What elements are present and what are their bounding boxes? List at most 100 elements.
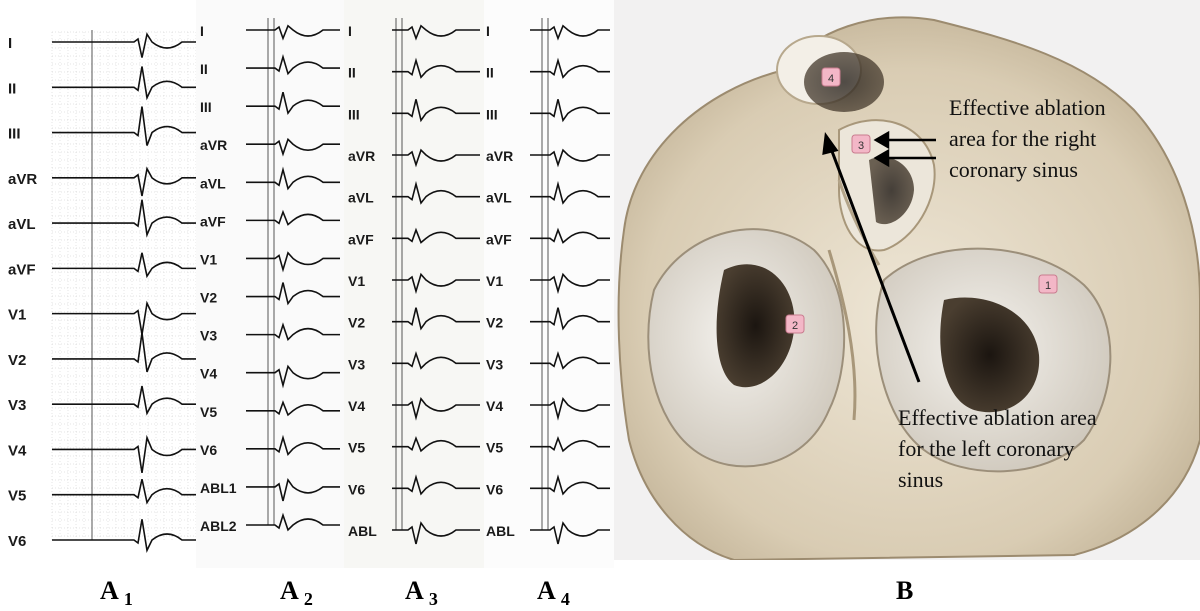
lead-label-v6: V6 — [8, 533, 26, 550]
right-annotation-line-2: area for the right — [949, 126, 1097, 151]
label-a2: A 2 — [280, 576, 313, 610]
tag-1 — [1038, 274, 1058, 294]
lead-label-v5: V5 — [200, 404, 217, 420]
label-a4-main: A — [537, 576, 555, 605]
lead-label-v5: V5 — [348, 440, 365, 456]
label-a2-sub: 2 — [303, 589, 313, 610]
ecg-trace-v1 — [52, 300, 211, 335]
lead-label-avl: aVL — [200, 175, 226, 191]
ecg-trace-ii — [392, 57, 480, 79]
lead-label-avl: aVL — [8, 216, 36, 233]
lead-label-avf: aVF — [486, 231, 512, 247]
ecg-trace-v1 — [246, 251, 340, 273]
ecg-trace-v3 — [246, 322, 340, 341]
right-sinus-arrows — [873, 130, 936, 168]
lead-label-v2: V2 — [486, 315, 503, 331]
lead-label-v1: V1 — [8, 307, 26, 324]
lead-label-v1: V1 — [348, 273, 365, 289]
label-a1: A 1 — [100, 576, 133, 610]
ecg-trace-v1 — [392, 272, 480, 295]
lead-label-v1: V1 — [486, 273, 503, 289]
lead-label-v6: V6 — [200, 442, 217, 458]
ecg-trace-v5 — [530, 435, 610, 453]
ecg-trace-avr — [52, 166, 211, 197]
ecg-trace-i — [246, 24, 340, 41]
lead-label-ii: II — [348, 65, 356, 81]
ecg-trace-v3 — [530, 350, 610, 370]
lead-label-i: I — [348, 23, 352, 39]
lead-label-avr: aVR — [200, 137, 227, 153]
lead-label-v4: V4 — [8, 442, 27, 459]
ecg-trace-v1 — [530, 272, 610, 295]
lead-label-iii: III — [348, 106, 360, 122]
tag-3-label: 3 — [858, 140, 864, 152]
ecg-trace-iii — [392, 99, 480, 123]
tag-2-label: 2 — [792, 320, 798, 332]
ecg-trace-avl — [246, 166, 340, 191]
lead-label-avf: aVF — [348, 231, 374, 247]
ecg-trace-avr — [246, 137, 340, 157]
lead-label-v3: V3 — [486, 356, 503, 372]
ecg-trace-i — [392, 24, 480, 41]
ecg-trace-iii — [530, 99, 610, 123]
heart-specimen-photo: 4 3 1 2 Effective ablation area for the … — [614, 0, 1200, 560]
lead-label-v2: V2 — [8, 352, 26, 369]
ecg-trace-iii — [52, 106, 211, 146]
lead-label-v1: V1 — [200, 251, 217, 267]
lead-label-avr: aVR — [486, 148, 513, 164]
aortic-root-specimen: 4 3 1 2 — [614, 0, 1200, 560]
ecg-trace-ii — [246, 54, 340, 76]
lead-label-abl: ABL — [348, 523, 377, 539]
ecg-trace-v4 — [530, 396, 610, 421]
ecg-trace-avf — [52, 252, 211, 279]
left-annotation-line-2: for the left coronary — [898, 436, 1075, 461]
right-sinus-annotation: Effective ablation area for the right co… — [949, 92, 1197, 185]
lead-label-avf: aVF — [8, 261, 36, 278]
label-a3-sub: 3 — [428, 589, 438, 610]
lead-label-ii: II — [486, 65, 494, 81]
ecg-trace-avr — [530, 148, 610, 168]
label-a3-main: A — [405, 576, 423, 605]
label-a4-sub: 4 — [560, 589, 570, 610]
lead-label-ii: II — [8, 80, 16, 97]
lead-label-iii: III — [8, 126, 21, 143]
ecg-trace-v2 — [392, 307, 480, 331]
ecg-trace-v6 — [392, 474, 480, 496]
ecg-trace-ii — [52, 66, 211, 101]
tag-2 — [785, 314, 805, 334]
left-annotation-line-3: sinus — [898, 467, 944, 492]
lead-label-v3: V3 — [8, 397, 26, 414]
ecg-trace-v5 — [246, 400, 340, 417]
label-a1-main: A — [100, 576, 118, 605]
ecg-trace-abl1 — [246, 478, 340, 502]
label-a4: A 4 — [537, 576, 570, 610]
tag-4 — [821, 67, 841, 87]
ecg-trace-v5 — [52, 478, 211, 505]
ecg-trace-avl — [392, 180, 480, 205]
ecg-trace-abl — [530, 521, 610, 545]
ecg-trace-avf — [246, 209, 340, 226]
ecg-trace-abl — [392, 521, 480, 545]
tag-3 — [851, 134, 871, 154]
lead-label-iii: III — [486, 106, 498, 122]
ecg-trace-v5 — [392, 435, 480, 453]
ecg-trace-v6 — [530, 474, 610, 496]
ecg-trace-v3 — [52, 385, 211, 416]
ecg-trace-ii — [530, 57, 610, 79]
left-sinus-arrow — [822, 131, 921, 383]
lead-label-i: I — [8, 35, 12, 52]
ecg-trace-i — [530, 24, 610, 41]
ecg-trace-v2 — [246, 282, 340, 306]
lead-label-avl: aVL — [486, 190, 512, 206]
lead-label-avf: aVF — [200, 213, 226, 229]
lead-label-abl2: ABL2 — [200, 518, 237, 534]
lead-label-ii: II — [200, 61, 208, 77]
ecg-trace-v2 — [530, 307, 610, 331]
ecg-trace-v6 — [52, 519, 211, 554]
